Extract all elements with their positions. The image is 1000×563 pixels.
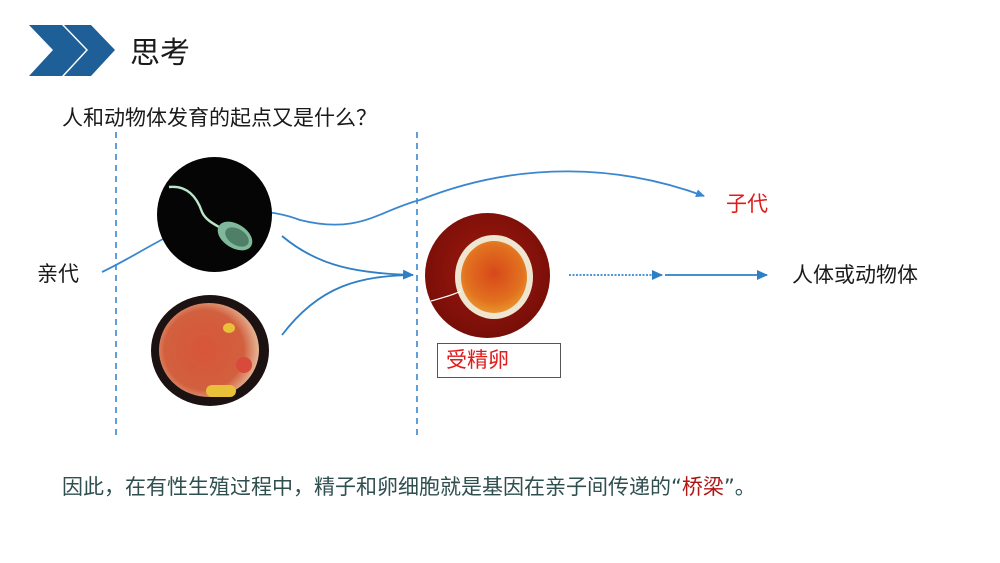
organism-label: 人体或动物体 [792, 263, 918, 287]
egg-to-zygote-arrow [281, 274, 414, 336]
conclusion-prefix: 因此，在有性生殖过程中，精子和卵细胞就是基因在亲子间传递的“ [62, 475, 682, 499]
offspring-generation-label: 子代 [726, 192, 768, 216]
egg-cell-image [151, 295, 269, 406]
conclusion-suffix: ”。 [723, 475, 756, 499]
conclusion-highlight: 桥梁 [681, 475, 724, 499]
zygote-label: 受精卵 [446, 348, 509, 372]
page-title: 思考 [130, 36, 190, 71]
zygote-label-box: 受精卵 [437, 343, 561, 378]
conclusion-text: 因此，在有性生殖过程中，精子和卵细胞就是基因在亲子间传递的“桥梁”。 [62, 473, 756, 501]
fertilized-egg-image [425, 213, 550, 338]
parent-generation-label: 亲代 [37, 262, 79, 286]
sperm-to-zygote-arrow [281, 235, 414, 280]
question-text: 人和动物体发育的起点又是什么？ [62, 106, 377, 130]
sperm-cell-image [157, 157, 272, 272]
